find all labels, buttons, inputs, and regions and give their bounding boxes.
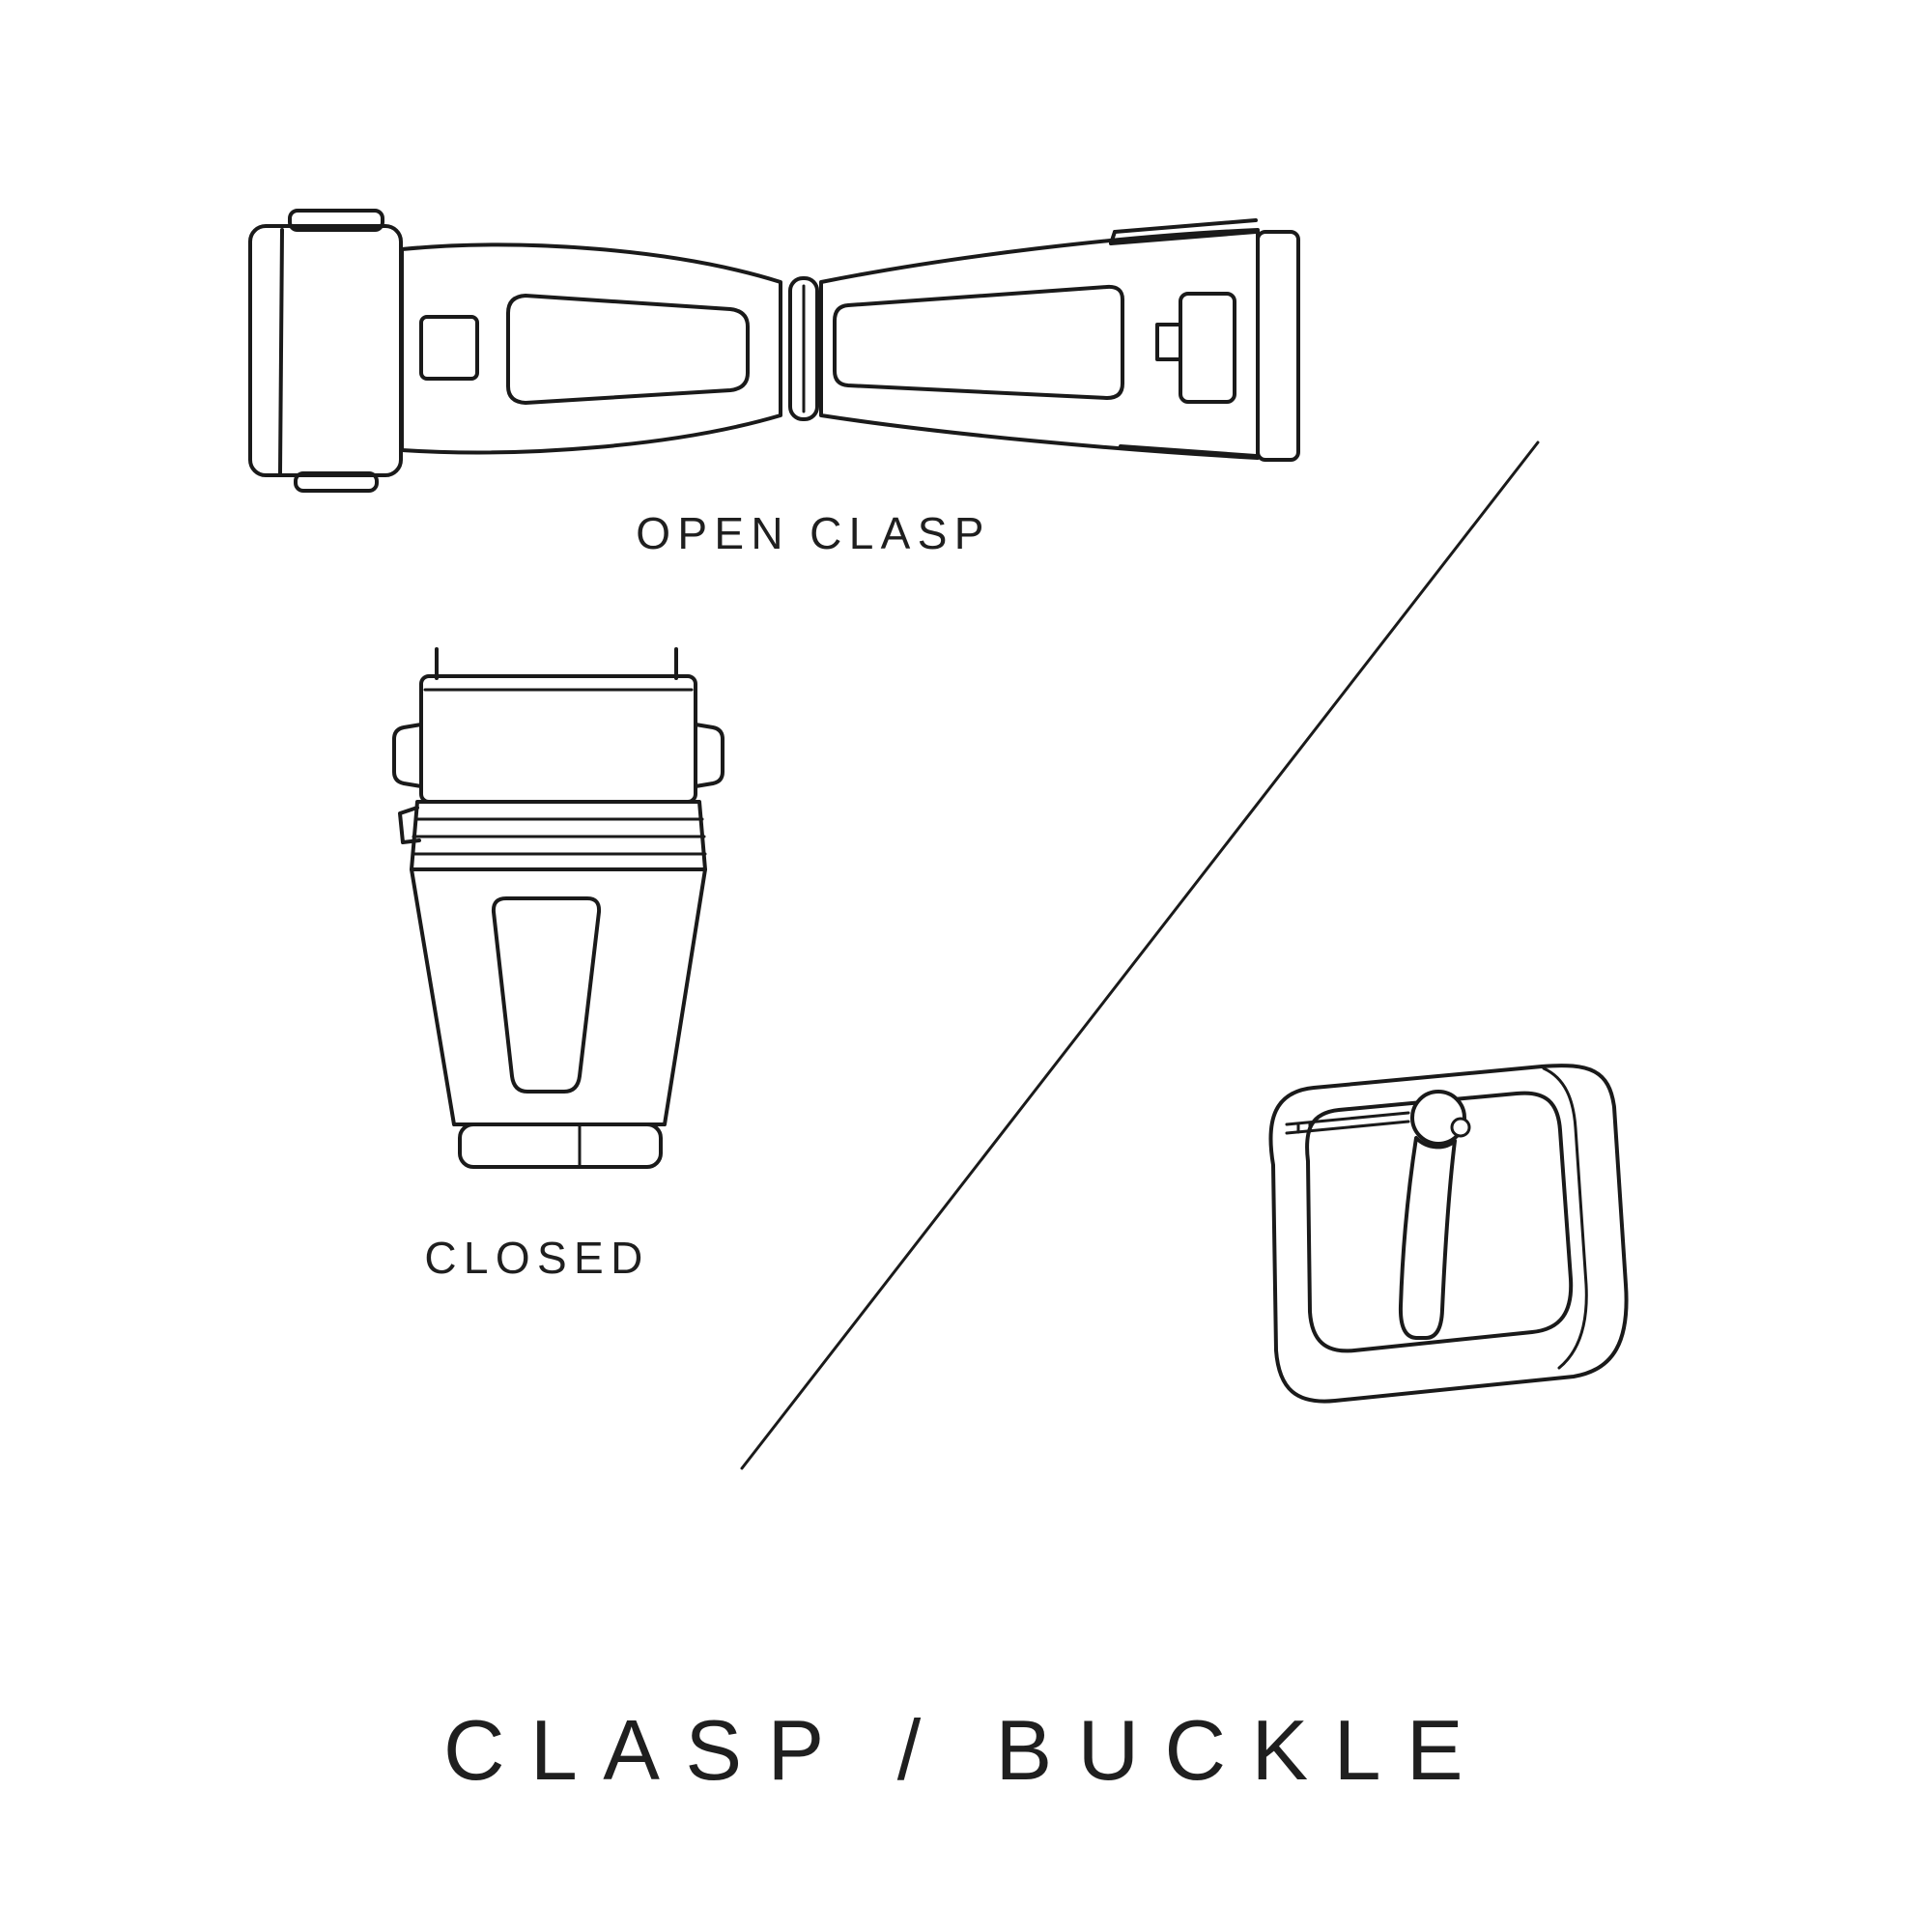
diagram-title: CLASP / BUCKLE	[442, 1702, 1490, 1798]
open-clasp-illustration	[248, 209, 1300, 493]
divider-line	[740, 440, 1540, 1470]
buckle-illustration	[1268, 1064, 1629, 1404]
open-clasp-label: OPEN CLASP	[636, 508, 991, 558]
closed-clasp-label: CLOSED	[424, 1233, 650, 1283]
closed-clasp-illustration	[392, 647, 724, 1169]
